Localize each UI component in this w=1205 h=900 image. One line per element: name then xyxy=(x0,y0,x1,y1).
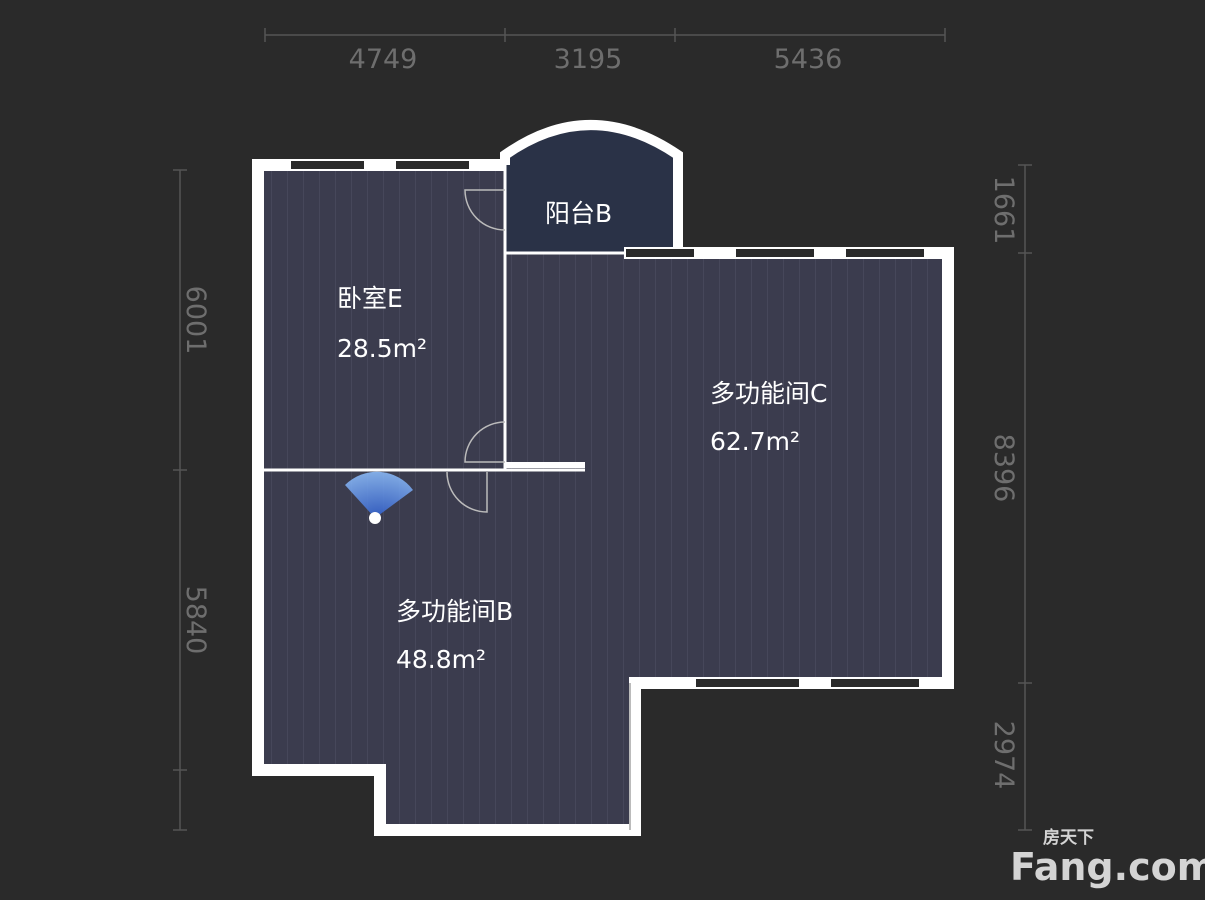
floor-area xyxy=(258,165,948,830)
balcony-floor xyxy=(505,125,678,253)
dim-right-3: 2974 xyxy=(988,721,1019,790)
dim-top-2: 3195 xyxy=(554,44,623,75)
room-area-multi-c: 62.7m² xyxy=(710,427,800,456)
room-name-multi-b: 多功能间B xyxy=(396,597,513,626)
logo-cn: 房天下 xyxy=(1043,827,1094,848)
dim-right-2: 8396 xyxy=(988,434,1019,503)
room-name-bedroom-e: 卧室E xyxy=(337,284,403,313)
room-name-balcony-b: 阳台B xyxy=(545,199,612,228)
dim-top-3: 5436 xyxy=(774,44,843,75)
logo-en: Fang.com xyxy=(1010,845,1205,889)
room-name-multi-c: 多功能间C xyxy=(710,379,827,408)
camera-position-icon[interactable] xyxy=(369,512,381,524)
camera-view-cone-icon[interactable] xyxy=(345,471,413,518)
room-area-bedroom-e: 28.5m² xyxy=(337,334,427,363)
dim-left-1: 6001 xyxy=(180,286,211,355)
room-area-multi-b: 48.8m² xyxy=(396,645,486,674)
dim-top-1: 4749 xyxy=(349,44,418,75)
walls xyxy=(252,120,954,836)
dim-right-1: 1661 xyxy=(988,176,1019,245)
dimension-lines xyxy=(173,28,1032,831)
dim-left-2: 5840 xyxy=(180,586,211,655)
windows xyxy=(289,159,926,689)
